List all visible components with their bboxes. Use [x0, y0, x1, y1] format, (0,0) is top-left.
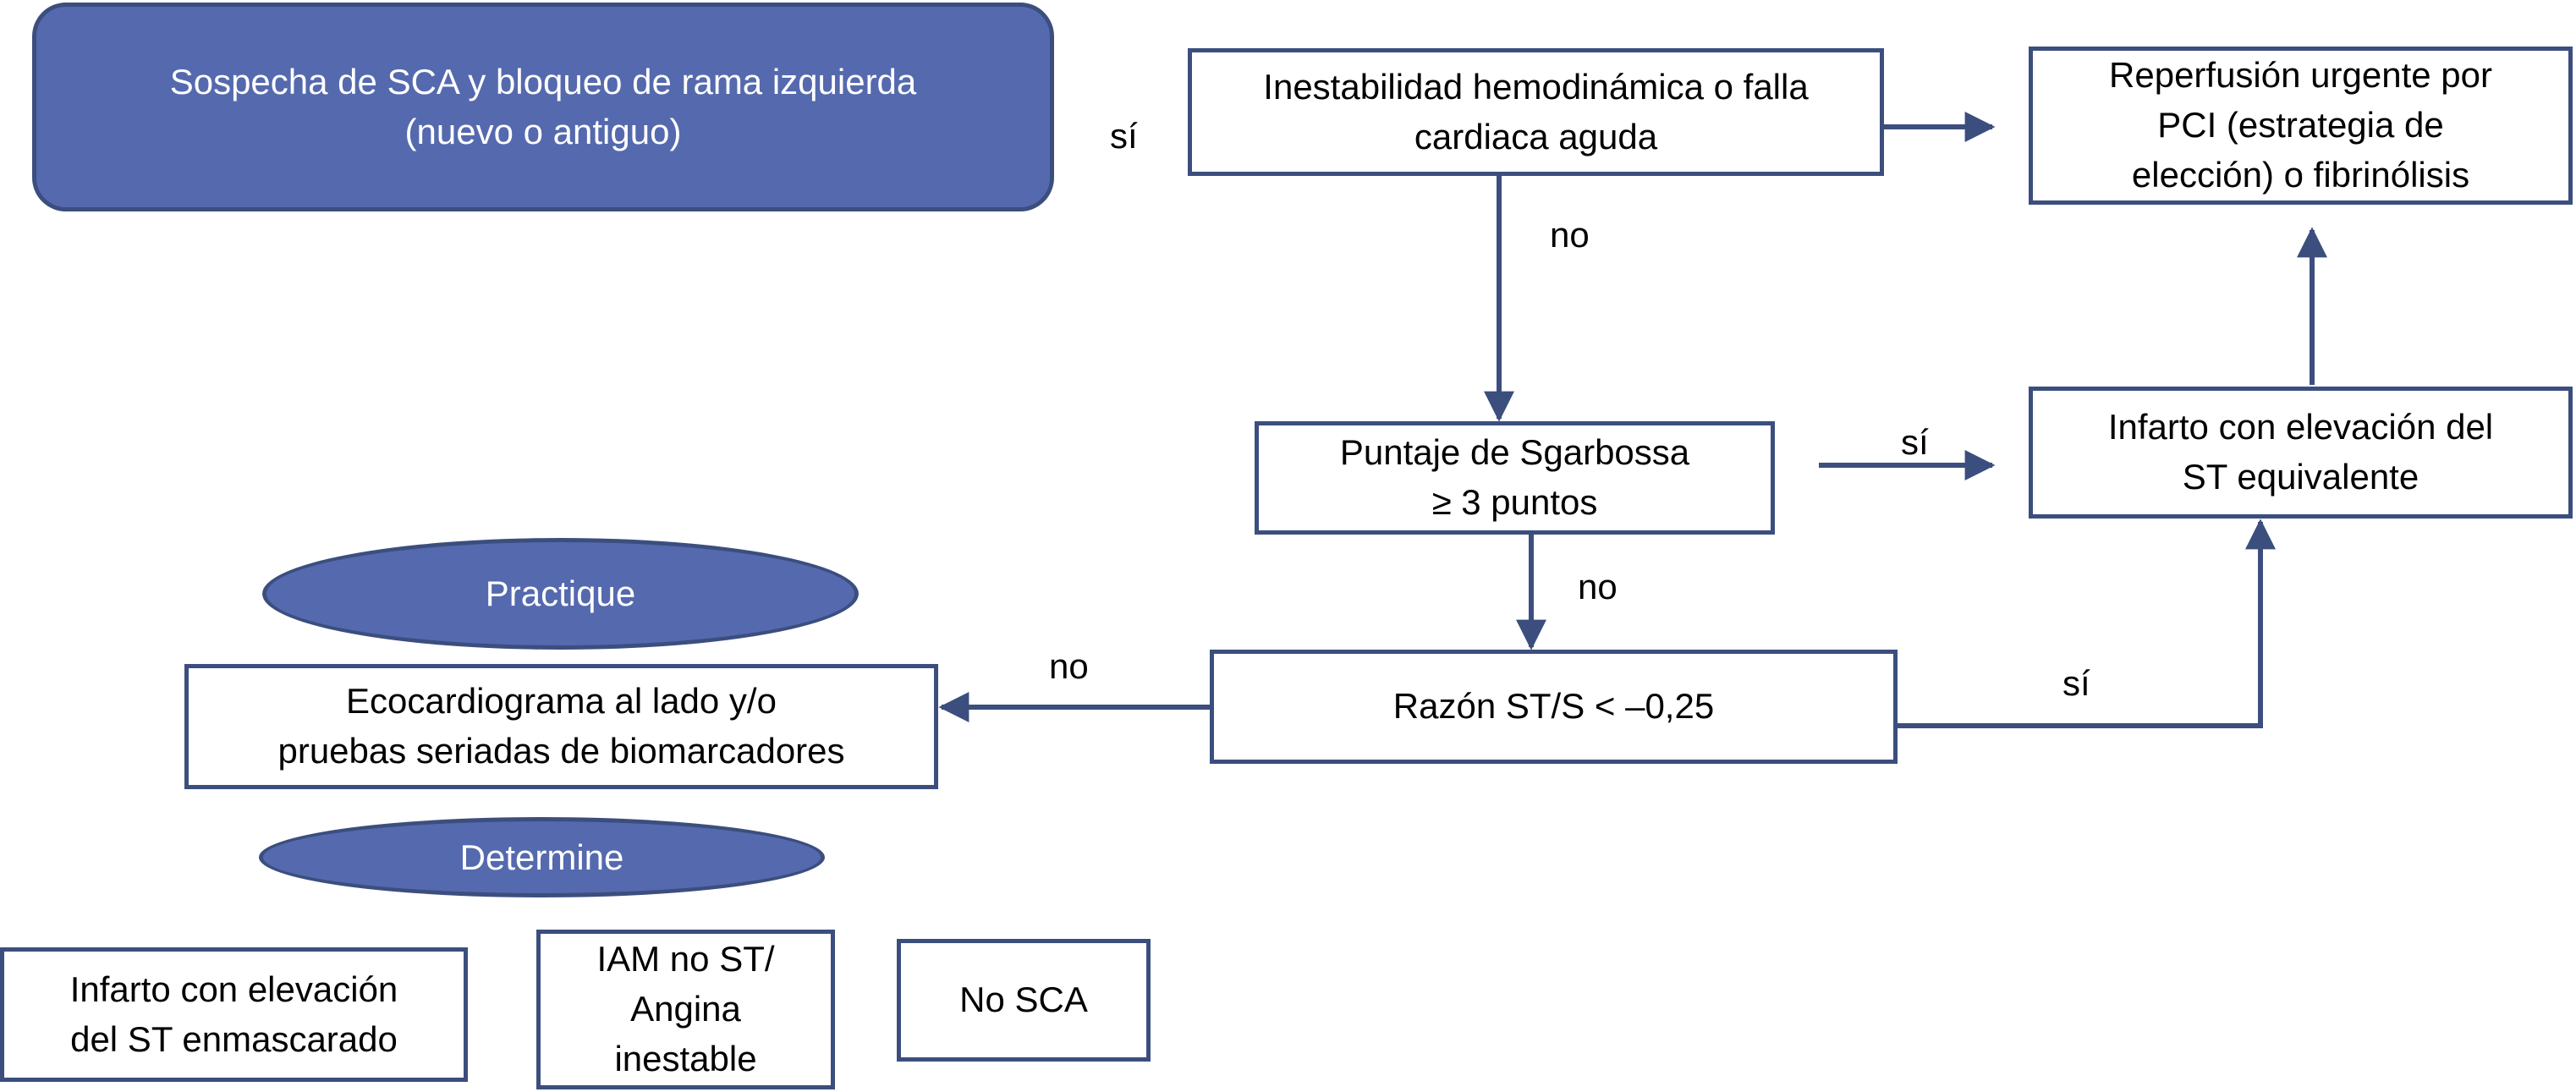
sgarbossa-node: Puntaje de Sgarbossa ≥ 3 puntos [1255, 421, 1775, 535]
label-no-sgarbossa: no [1578, 567, 1618, 606]
nstemi-node: IAM no ST/ Angina inestable [536, 930, 835, 1089]
practique-oval: Practique [262, 538, 859, 650]
label-no-instability: no [1550, 215, 1590, 255]
label-si-sgarbossa: sí [1901, 422, 1929, 462]
sgarbossa-node-text: Puntaje de Sgarbossa ≥ 3 puntos [1339, 432, 1690, 522]
no-sca-node-text: No SCA [959, 980, 1088, 1020]
start-node-text: Sospecha de SCA y bloqueo de rama izquie… [169, 61, 917, 151]
masked-stemi-node-text: Infarto con elevación del ST enmascarado [69, 969, 398, 1059]
instability-node-text: Inestabilidad hemodinámica o falla cardi… [1263, 66, 1809, 156]
instability-node: Inestabilidad hemodinámica o falla cardi… [1188, 48, 1884, 176]
echo-node: Ecocardiograma al lado y/o pruebas seria… [184, 664, 938, 789]
reperfusion-node: Reperfusión urgente por PCI (estrategia … [2029, 47, 2573, 205]
nstemi-node-text: IAM no ST/ Angina inestable [596, 939, 775, 1078]
label-si-ratio: sí [2062, 663, 2090, 703]
st-s-ratio-node-text: Razón ST/S < –0,25 [1392, 686, 1715, 727]
start-node: Sospecha de SCA y bloqueo de rama izquie… [32, 3, 1054, 211]
st-s-ratio-node: Razón ST/S < –0,25 [1210, 650, 1898, 764]
practique-text: Practique [485, 573, 636, 613]
arrow-ratio-to-stemi-equiv [1898, 519, 2276, 728]
reperfusion-node-text: Reperfusión urgente por PCI (estrategia … [2109, 55, 2492, 195]
masked-stemi-node: Infarto con elevación del ST enmascarado [0, 947, 468, 1082]
stemi-equivalent-node: Infarto con elevación del ST equivalente [2029, 387, 2573, 519]
no-sca-node: No SCA [897, 939, 1151, 1062]
echo-node-text: Ecocardiograma al lado y/o pruebas seria… [277, 681, 845, 771]
determine-text: Determine [459, 837, 624, 877]
determine-oval: Determine [259, 817, 825, 897]
label-no-ratio: no [1049, 646, 1089, 686]
label-si-start: sí [1110, 116, 1138, 156]
stemi-equivalent-node-text: Infarto con elevación del ST equivalente [2107, 407, 2494, 497]
